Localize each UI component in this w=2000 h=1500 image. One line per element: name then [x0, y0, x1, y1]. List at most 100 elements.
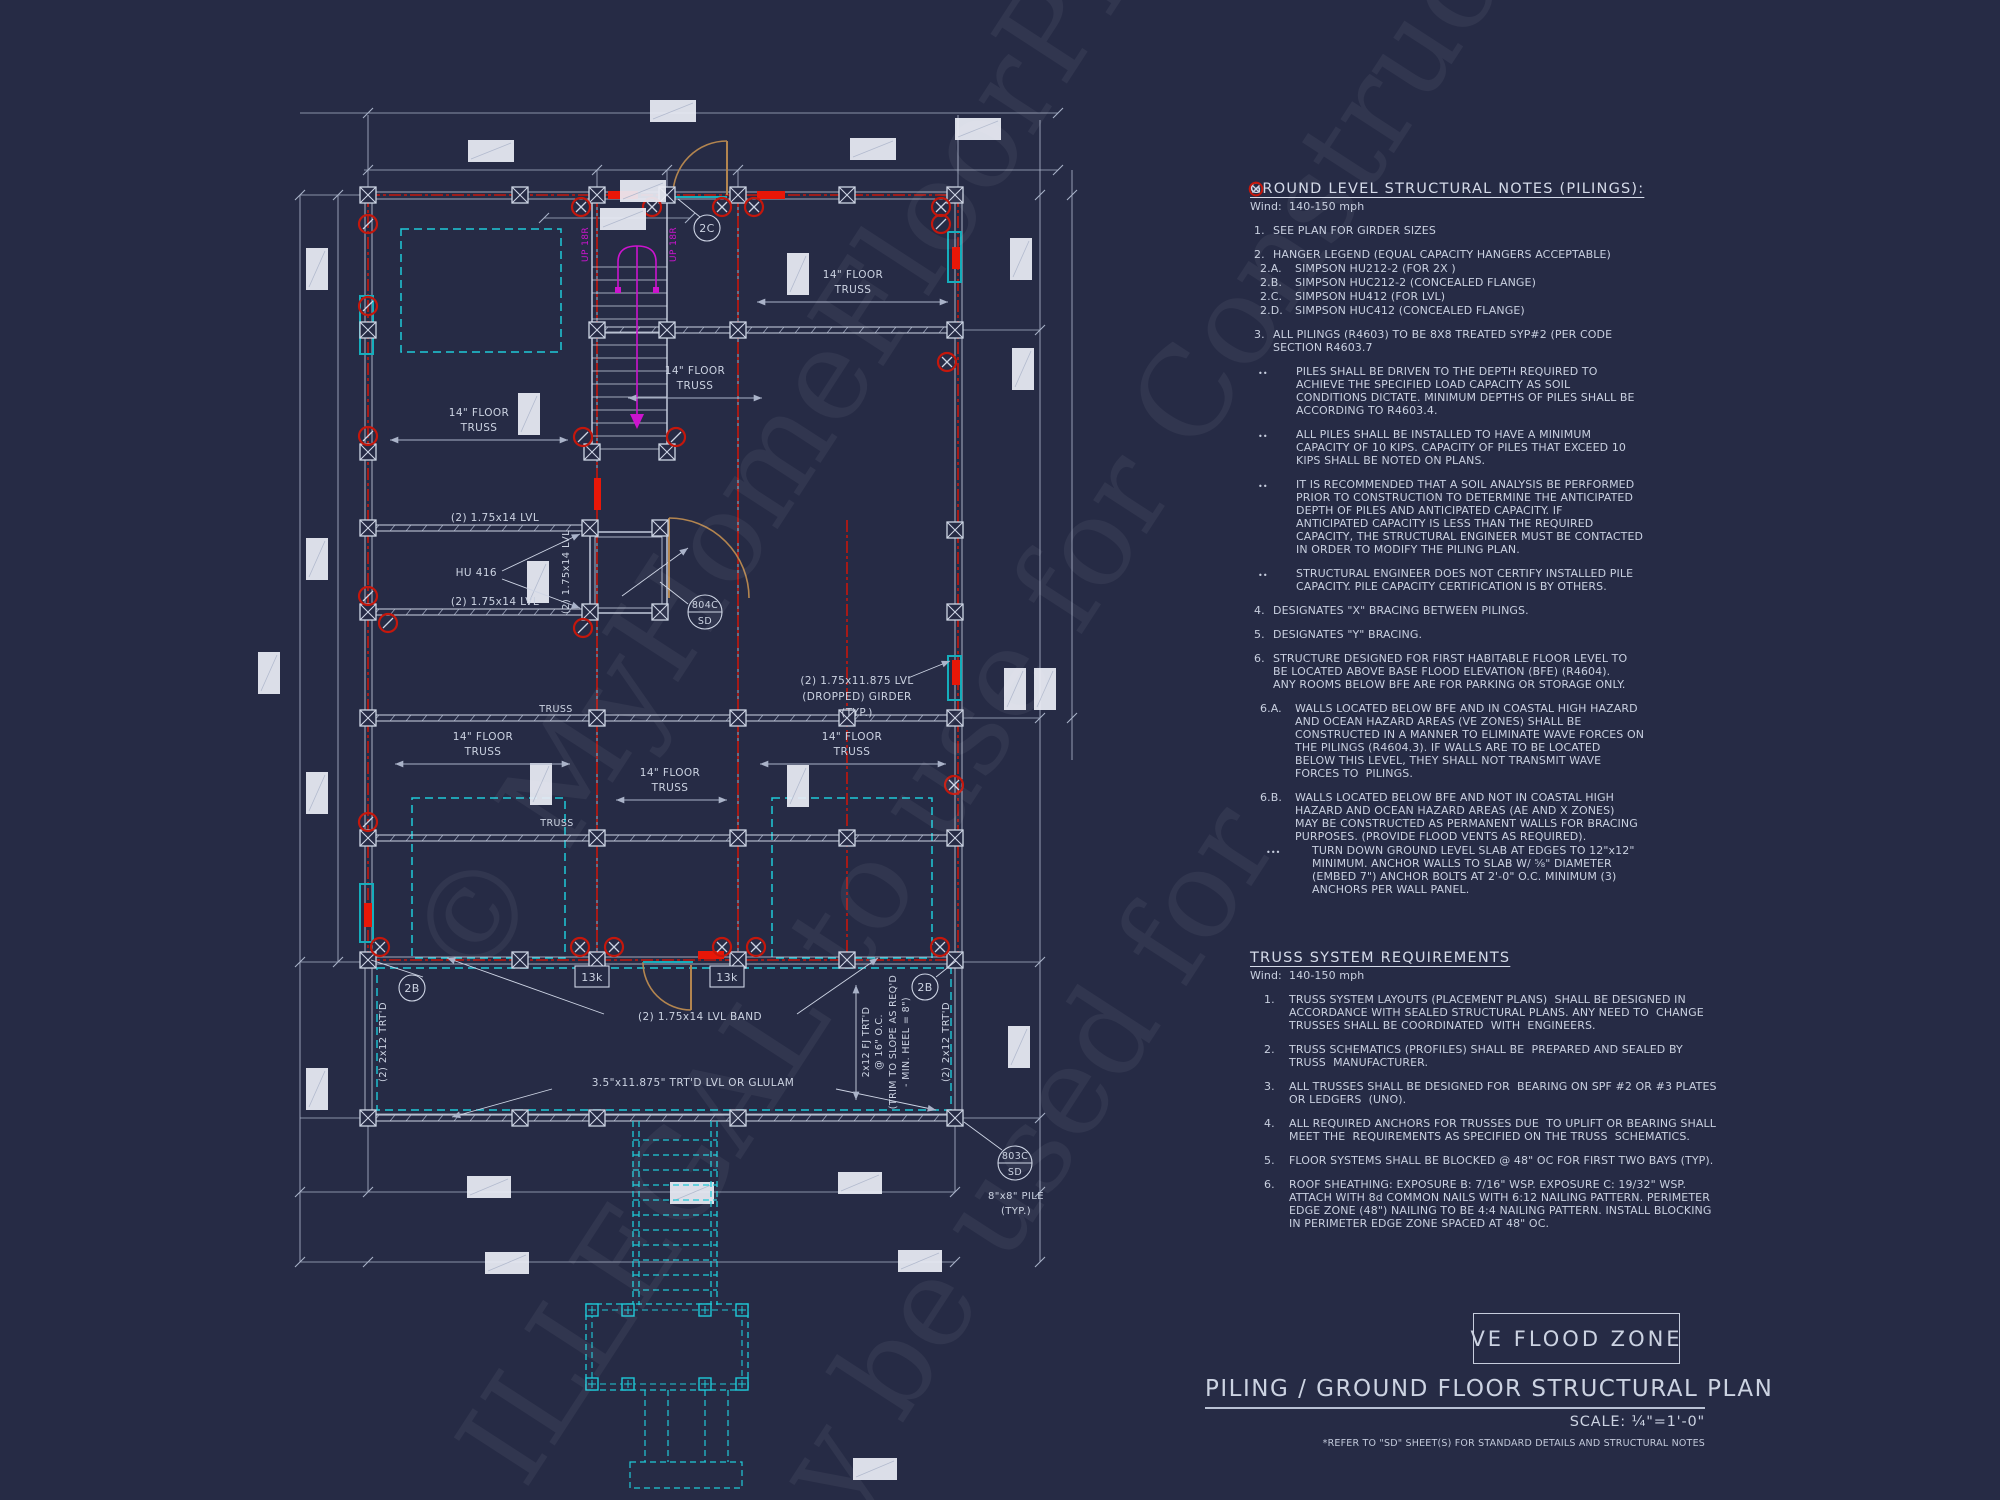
dim-tick [732, 164, 744, 176]
plan-graphic [810, 326, 817, 334]
plan-graphic [661, 1114, 668, 1122]
note-item-marker: •• [1258, 482, 1268, 491]
plan-graphic [437, 1114, 444, 1122]
note-item-marker: 3. [1264, 1080, 1275, 1093]
plan-graphic [501, 1114, 508, 1122]
door-swing-arc [642, 961, 692, 1011]
plan-graphic [805, 1114, 812, 1122]
plan-graphic [565, 608, 572, 616]
note-line: WALLS LOCATED BELOW BFE AND IN COASTAL H… [1295, 702, 1638, 715]
note-line: IN PERIMETER EDGE ZONE SPACED AT 48" OC. [1289, 1217, 1550, 1230]
note-item-text: SIMPSON HUC412 (CONCEALED FLANGE) [1295, 304, 1525, 317]
note-line: IT IS RECOMMENDED THAT A SOIL ANALYSIS B… [1296, 478, 1635, 491]
plan-graphic [359, 951, 377, 969]
plan-graphic [821, 834, 828, 842]
y-bracing-icon [357, 425, 379, 447]
plan-label: 2x12 FJ TRT'D [861, 1007, 872, 1078]
note-item: 2.B.SIMPSON HUC212-2 (CONCEALED FLANGE) [1250, 276, 1680, 289]
note-line: BE LOCATED ABOVE BASE FLOOD ELEVATION (B… [1273, 665, 1611, 678]
x-bracing-icon [711, 196, 733, 218]
plan-graphic [308, 774, 326, 812]
plan-graphic [588, 1109, 606, 1127]
note-line: DEPTH OF PILES AND ANTICIPATED CAPACITY.… [1296, 504, 1563, 517]
plan-graphic [362, 590, 374, 602]
plan-graphic [453, 714, 460, 722]
arrowhead-icon [447, 957, 456, 965]
plan-graphic [840, 1174, 880, 1192]
plan-graphic [933, 714, 940, 722]
note-item-text: PILES SHALL BE DRIVEN TO THE DEPTH REQUI… [1296, 365, 1635, 417]
room-outline-dashed [771, 797, 933, 959]
callout-803c-label: SD [1008, 1167, 1022, 1178]
plan-graphic [533, 608, 540, 616]
y-bracing-icon [930, 213, 952, 235]
note-item: 1. SEE PLAN FOR GIRDER SIZES [1250, 224, 1680, 237]
plan-graphic [517, 834, 524, 842]
plan-graphic [359, 603, 377, 621]
plan-graphic [575, 201, 587, 213]
note-item: 3. ALL TRUSSES SHALL BE DESIGNED FOR BEAR… [1250, 1080, 1716, 1106]
leader-line [370, 959, 424, 978]
plan-graphic [957, 120, 999, 138]
plan-graphic [549, 1114, 556, 1122]
arrowhead-icon [939, 298, 948, 306]
plan-graphic [645, 834, 652, 842]
note-item: 2.C.SIMPSON HU412 (FOR LVL) [1250, 290, 1680, 303]
note-line: CAPACITY OF 10 KIPS. CAPACITY OF PILES T… [1296, 441, 1627, 454]
plan-graphic [677, 834, 684, 842]
note-line: PURPOSES. (PROVIDE FLOOD VENTS AS REQUIR… [1295, 830, 1587, 843]
note-line: SIMPSON HUC412 (CONCEALED FLANGE) [1295, 304, 1525, 317]
plan-graphic [485, 714, 492, 722]
plan-graphic [613, 1114, 620, 1122]
note-item-text: ALL PILES SHALL BE INSTALLED TO HAVE A M… [1296, 428, 1626, 467]
dim-tick [1034, 956, 1046, 968]
dim-tick [1034, 1112, 1046, 1124]
plan-graphic [359, 186, 377, 204]
ground-notes-title: GROUND LEVEL STRUCTURAL NOTES (PILINGS): [1250, 181, 1645, 197]
plan-graphic [517, 524, 524, 532]
plan-graphic [714, 326, 721, 334]
note-line: ALL TRUSSES SHALL BE DESIGNED FOR BEARIN… [1289, 1080, 1717, 1093]
plan-graphic [382, 617, 394, 629]
plan-label: 8"x8" PILE [988, 1191, 1044, 1202]
plan-graphic [917, 714, 924, 722]
plan-graphic [789, 767, 807, 805]
wall-segment-red [952, 247, 960, 269]
wall-segment-red [952, 660, 960, 685]
hanger-load-tag [709, 965, 745, 988]
dim-tick [294, 956, 306, 968]
plan-graphic [946, 829, 964, 847]
note-line: SEE PLAN FOR GIRDER SIZES [1273, 224, 1436, 237]
plan-graphic [517, 608, 524, 616]
x-bracing-icon [569, 936, 591, 958]
leader-line [796, 957, 879, 1015]
stair-landing [585, 1303, 749, 1391]
note-item: 2.A.SIMPSON HU212-2 (FOR 2X ) [1250, 262, 1680, 275]
note-line: PRIOR TO CONSTRUCTION TO DETERMINE THE A… [1296, 491, 1634, 504]
plan-graphic [869, 834, 876, 842]
callout-804c-label: 804C [692, 600, 718, 611]
note-item: 6.B.WALLS LOCATED BELOW BFE AND NOT IN C… [1250, 791, 1680, 843]
note-item-text: ALL PILINGS (R4603) TO BE 8X8 TREATED SY… [1273, 328, 1612, 354]
note-item: 6.ROOF SHEATHING: EXPOSURE B: 7/16" WSP.… [1250, 1178, 1711, 1230]
plan-graphic [613, 714, 620, 722]
hanger-load-tag [574, 965, 610, 988]
x-bracing-icon [745, 936, 767, 958]
arrowhead-icon [937, 760, 946, 768]
plan-graphic [501, 608, 508, 616]
door-swing-arc [672, 140, 728, 196]
arrowhead-icon [390, 436, 399, 444]
stair-landing [591, 1309, 743, 1385]
note-item-text: ROOF SHEATHING: EXPOSURE B: 7/16" WSP. E… [1289, 1178, 1712, 1230]
plan-graphic [946, 603, 964, 621]
arrowhead-icon [571, 601, 580, 609]
note-item-text: STRUCTURE DESIGNED FOR FIRST HABITABLE F… [1273, 652, 1627, 691]
arrowhead-icon [927, 1104, 936, 1112]
plan-graphic [520, 395, 538, 433]
plan-graphic [716, 201, 728, 213]
plan-label: (2) 2x12 TRT'D [941, 1002, 952, 1082]
y-bracing-icon [1248, 181, 1264, 197]
leader-line [963, 1121, 1003, 1151]
note-item-marker: 1. [1254, 224, 1265, 237]
plan-graphic [948, 779, 960, 791]
